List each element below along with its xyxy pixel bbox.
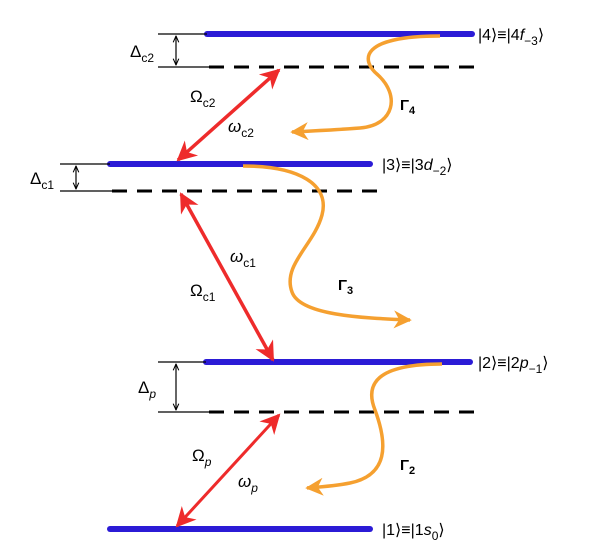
state-3-label: |3⟩≡|3d−2⟩	[382, 157, 453, 178]
detuning-p-label: Δp	[138, 378, 156, 401]
decay-g4-label: Γ4	[400, 97, 416, 117]
detuning-c2-label: Δc2	[130, 42, 154, 65]
state-2-label: |2⟩≡|2p−1⟩	[478, 355, 549, 376]
detuning-c1-label: Δc1	[30, 169, 54, 192]
detuning-c2-bracket	[158, 33, 209, 68]
rabi-c1-label: Ωc1	[190, 281, 216, 304]
decay-g3-arrow	[242, 164, 412, 329]
freq-c2-label: ωc2	[228, 117, 254, 140]
freq-p-label: ωp	[238, 472, 258, 495]
rabi-p-label: Ωp	[192, 446, 212, 469]
decay-g4-arrow	[290, 34, 441, 141]
coupling-c2-arrow	[176, 68, 281, 162]
detuning-c1-bracket	[60, 163, 112, 192]
decay-g2-arrow	[305, 362, 443, 496]
rabi-c2-label: Ωc2	[190, 87, 216, 110]
detuning-p-bracket	[158, 361, 209, 413]
freq-c1-label: ωc1	[230, 247, 256, 270]
state-4-label: |4⟩≡|4f−3⟩	[478, 27, 544, 48]
decay-g3-label: Γ3	[338, 277, 353, 297]
decay-g2-label: Γ2	[400, 457, 415, 477]
probe-arrow	[175, 413, 281, 528]
state-1-label: |1⟩≡|1s0⟩	[382, 522, 445, 543]
coupling-c1-arrow	[179, 192, 275, 362]
